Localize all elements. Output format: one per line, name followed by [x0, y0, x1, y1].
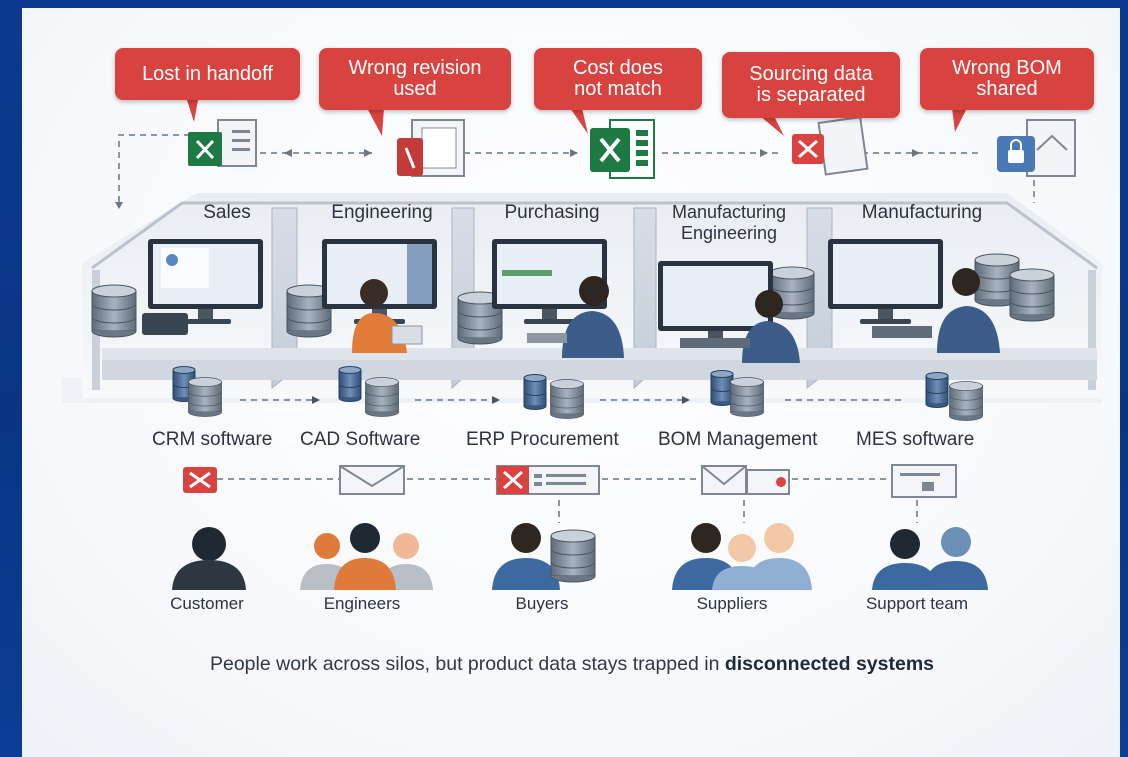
excel-icon — [590, 119, 655, 179]
dept-label-sales: Sales — [203, 202, 251, 223]
form-document-icon — [891, 464, 957, 498]
cancelled-doc-icon — [792, 116, 869, 176]
people-label-suppliers: Suppliers — [696, 594, 768, 613]
footer-caption: People work across silos, but product da… — [132, 653, 1012, 676]
system-label-bom: BOM Management — [658, 429, 818, 450]
diagram-panel: Lost in handoff Wrong revision used Cost… — [22, 8, 1120, 757]
buyers-figure — [492, 523, 596, 590]
people-label-support-team: Support team — [865, 594, 969, 613]
dept-label-purchasing: Purchasing — [504, 202, 600, 223]
people-label-customer: Customer — [170, 594, 244, 613]
customer-figure — [172, 527, 246, 590]
people-label-engineers: Engineers — [323, 594, 401, 613]
dept-label-manufacturing-engineering: Manufacturing Engineering — [671, 202, 787, 243]
system-label-erp: ERP Procurement — [466, 429, 619, 450]
dept-label-manufacturing: Manufacturing — [861, 202, 983, 223]
pdf-doc-icon — [397, 119, 465, 177]
diagram-graphics — [62, 100, 1102, 590]
engineers-figure — [300, 523, 433, 590]
callout-wrong-revision: Wrong revision used — [319, 48, 511, 110]
support-team-figure — [872, 527, 988, 590]
locked-doc-icon — [997, 119, 1076, 177]
red-x-mail-icon — [183, 467, 217, 493]
suppliers-figure — [672, 523, 812, 590]
footer-caption-plain: People work across silos, but product da… — [209, 653, 725, 675]
system-label-mes: MES software — [856, 429, 975, 450]
callout-wrong-bom: Wrong BOM shared — [920, 48, 1094, 110]
callout-cost-mismatch: Cost does not match — [534, 48, 702, 110]
people-label-buyers: Buyers — [515, 594, 569, 613]
system-label-crm: CRM software — [152, 429, 273, 450]
callout-sourcing-separated: Sourcing data is separated — [722, 52, 900, 118]
system-label-cad: CAD Software — [300, 429, 421, 450]
dept-label-engineering: Engineering — [331, 202, 433, 223]
footer-caption-bold: disconnected systems — [724, 653, 935, 675]
mail-with-form-icon — [701, 465, 790, 495]
envelope-icon — [339, 465, 405, 495]
callout-lost-in-handoff: Lost in handoff — [115, 48, 300, 100]
excel-doc-icon — [188, 119, 257, 167]
rejected-form-icon — [496, 465, 600, 495]
